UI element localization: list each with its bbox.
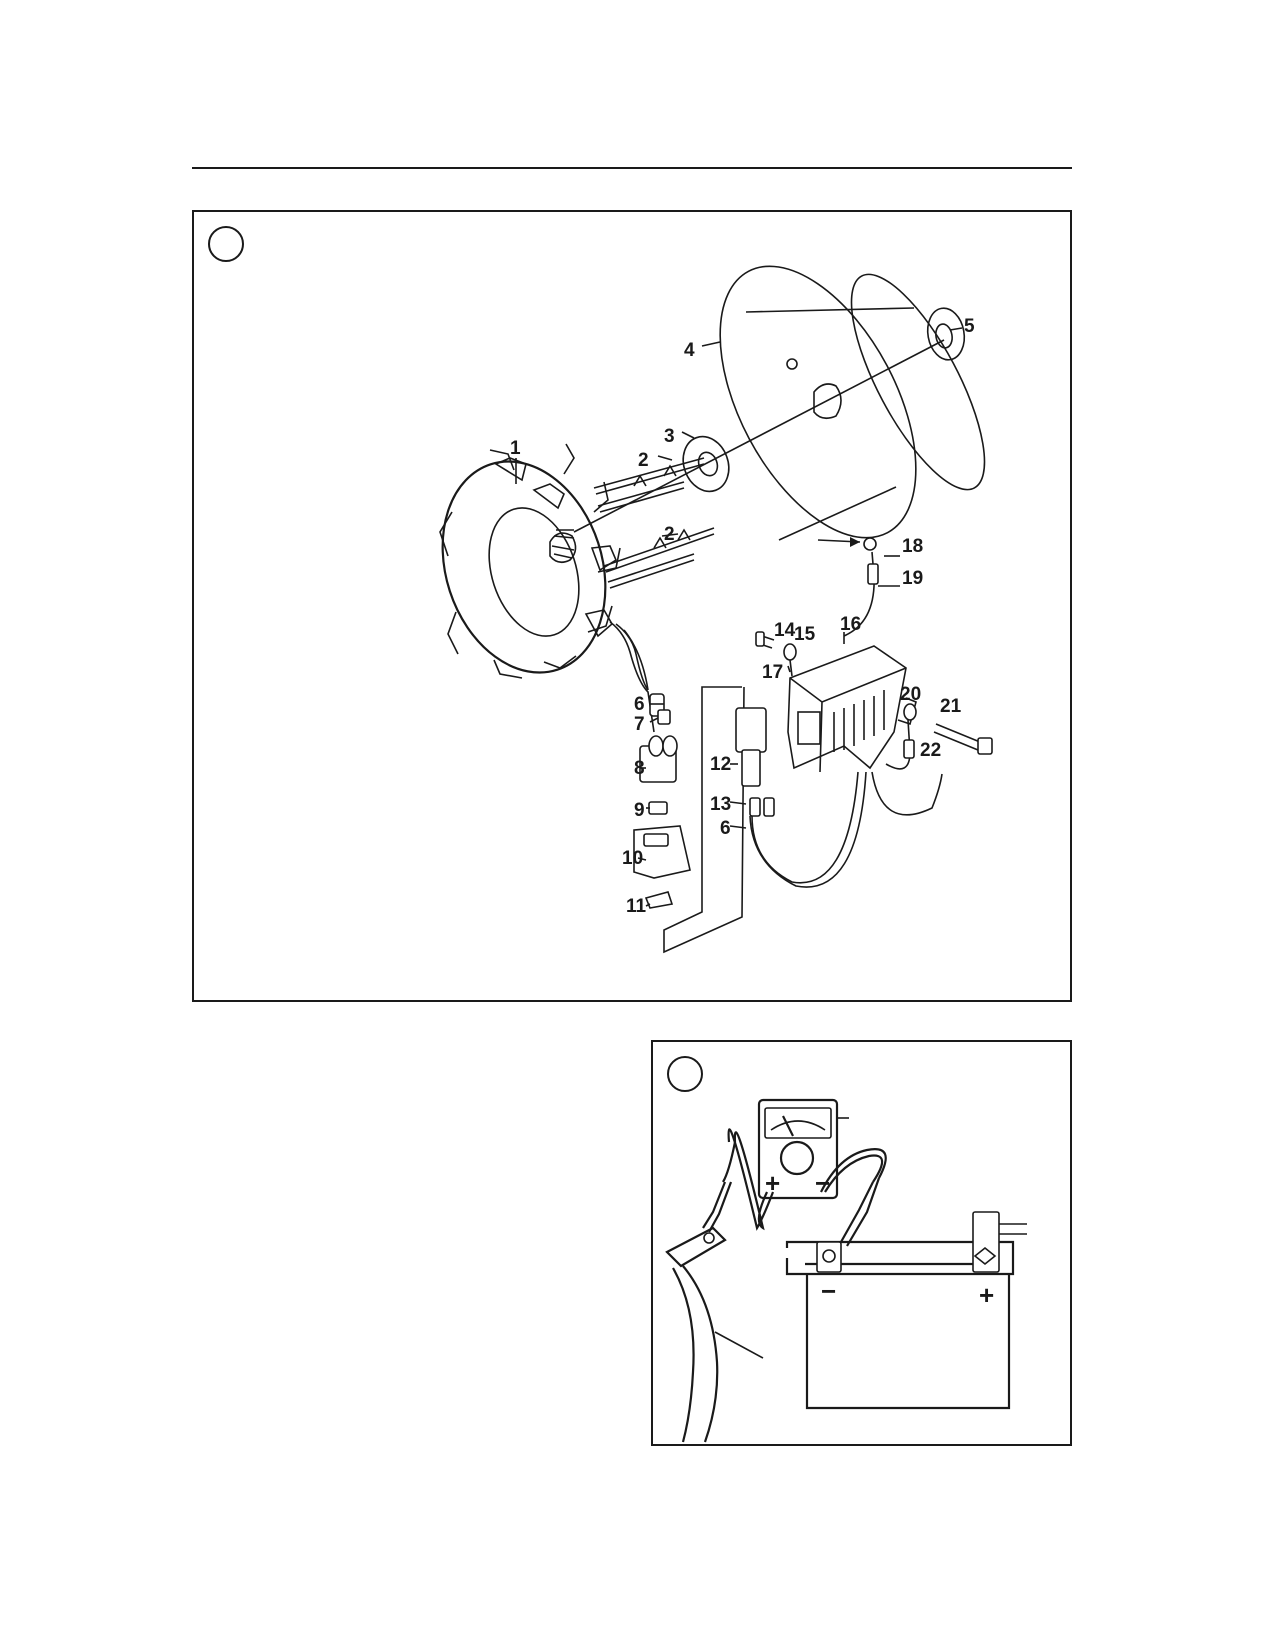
callout-17: 17	[762, 662, 783, 683]
battery-drawing: − +	[785, 1211, 1027, 1410]
callout-12: 12	[710, 754, 731, 775]
figure-b-badge	[667, 1056, 703, 1092]
callout-5: 5	[964, 316, 975, 337]
battery-minus-label: −	[821, 1276, 836, 1306]
screw-14-washer-15	[755, 631, 797, 677]
callout-22: 22	[920, 740, 941, 761]
callout-16: 16	[840, 614, 861, 635]
ground-clip-cable	[665, 1226, 764, 1443]
callout-6-lower: 6	[720, 818, 731, 839]
bolt-21-washer-20	[885, 703, 993, 770]
voltmeter-drawing: + −	[757, 1098, 849, 1200]
ground-wire-18-19	[817, 537, 879, 637]
callout-3: 3	[664, 426, 675, 447]
connector-12-13	[735, 707, 775, 817]
callout-11: 11	[626, 896, 647, 917]
header-rule	[192, 167, 1072, 169]
callout-6-upper: 6	[634, 694, 645, 715]
callout-20: 20	[900, 684, 921, 705]
leader-lines	[515, 327, 963, 907]
figure-b-drawing: + −	[665, 1098, 1027, 1443]
callout-8: 8	[634, 758, 645, 779]
callout-9: 9	[634, 800, 645, 821]
callout-7: 7	[634, 714, 645, 735]
callout-19: 19	[902, 568, 923, 589]
figure-a-badge	[208, 226, 244, 262]
callout-21: 21	[940, 696, 962, 717]
battery-plus-label: +	[979, 1280, 994, 1310]
bracket-wire	[663, 686, 745, 954]
meter-plus-label: +	[765, 1168, 780, 1198]
callout-2-lower: 2	[664, 524, 675, 545]
callout-10: 10	[622, 848, 643, 869]
bolts-2	[593, 457, 715, 589]
connector-chain	[633, 693, 691, 909]
callout-1: 1	[510, 438, 521, 459]
callout-15: 15	[794, 624, 816, 645]
callout-18: 18	[902, 536, 923, 557]
figure-b-voltmeter-test: + −	[651, 1040, 1072, 1446]
callout-2-upper: 2	[638, 450, 649, 471]
shaft-axis-line	[573, 339, 945, 533]
figure-a-exploded-view: 1 2 2 3 4 5 6 7 8 9 10 11 12 13 6 14 15 …	[192, 210, 1072, 1002]
callout-4: 4	[684, 340, 695, 361]
stator-drawing	[439, 443, 655, 733]
figure-a-drawing: 1 2 2 3 4 5 6 7 8 9 10 11 12 13 6 14 15 …	[439, 265, 993, 954]
rotor-drawing	[719, 265, 986, 541]
washer-5	[926, 307, 966, 361]
meter-minus-label: −	[815, 1168, 830, 1198]
regulator-harness	[751, 771, 859, 884]
test-leads	[702, 1128, 887, 1247]
callout-13: 13	[710, 794, 731, 815]
callout-14: 14	[774, 620, 796, 641]
regulator-drawing	[787, 645, 917, 773]
